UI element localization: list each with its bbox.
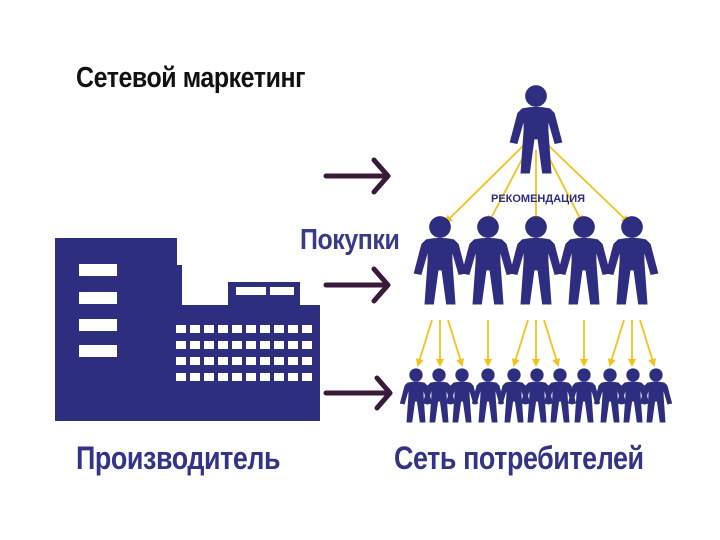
person-icon [605,216,659,305]
recommend-arrows-bottom [415,319,657,367]
arrow-right-icon [323,157,391,195]
recommendation-label: РЕКОМЕНДАЦИЯ [491,193,585,205]
person-icon [639,368,673,423]
arrow-right-icon [323,375,393,411]
page-title: Сетевой маркетинг [76,62,306,94]
person-icon [557,216,611,305]
person-icon [471,368,505,423]
person-icon [461,216,515,305]
building-windows [79,264,312,381]
person-icon [445,368,479,423]
bottom-row-people [399,368,673,423]
arrow-right-icon [323,266,391,304]
consumer-network-label: Сеть потребителей [394,440,644,476]
person-icon [509,216,563,305]
person-icon [413,216,467,305]
purchases-label: Покупки [300,224,400,256]
person-icon [567,368,601,423]
producer-label: Производитель [76,440,281,476]
middle-row-people [413,216,659,305]
recommend-arrows-top [444,144,630,224]
